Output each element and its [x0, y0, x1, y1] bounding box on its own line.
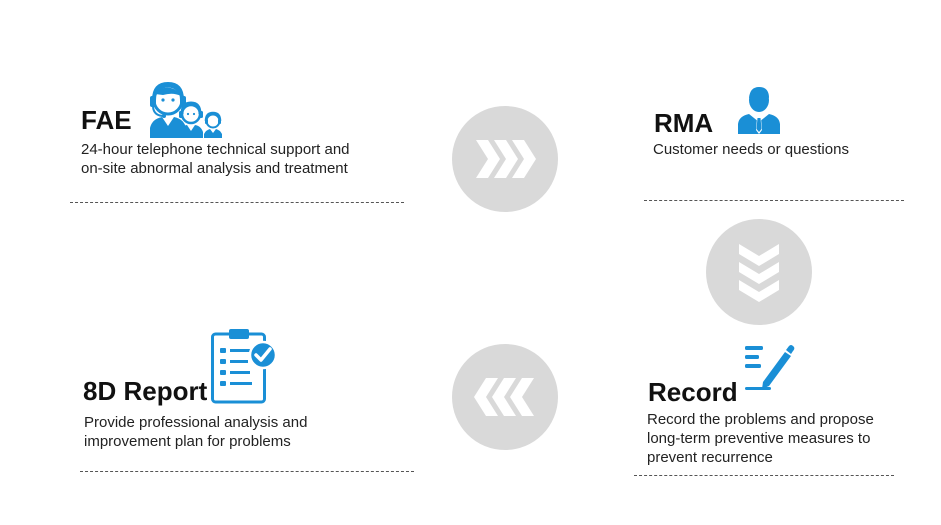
record-divider — [634, 475, 894, 476]
businessman-icon — [738, 87, 780, 134]
report-8d-divider — [80, 471, 414, 472]
fae-title: FAE — [81, 105, 132, 135]
chevrons-right-icon — [476, 140, 536, 178]
fae-divider — [70, 202, 404, 203]
rma-description: Customer needs or questions — [653, 141, 849, 158]
chevrons-left-icon — [474, 378, 534, 416]
chevrons-down-icon — [739, 244, 779, 302]
report-8d-title: 8D Report — [83, 376, 208, 406]
arrow-circle-top — [452, 106, 558, 212]
rma-divider — [644, 200, 904, 201]
arrow-circle-bottom — [452, 344, 558, 450]
fae-description: 24-hour telephone technical support and … — [81, 141, 350, 177]
rma-title: RMA — [654, 108, 714, 138]
record-description: Record the problems and propose long-ter… — [647, 411, 874, 466]
support-agents-icon — [150, 81, 222, 138]
pen-notes-icon — [745, 345, 795, 390]
report-8d-description: Provide professional analysis and improv… — [84, 414, 308, 450]
clipboard-check-icon — [211, 329, 278, 404]
arrow-circle-right — [706, 219, 812, 325]
record-title: Record — [648, 377, 738, 407]
